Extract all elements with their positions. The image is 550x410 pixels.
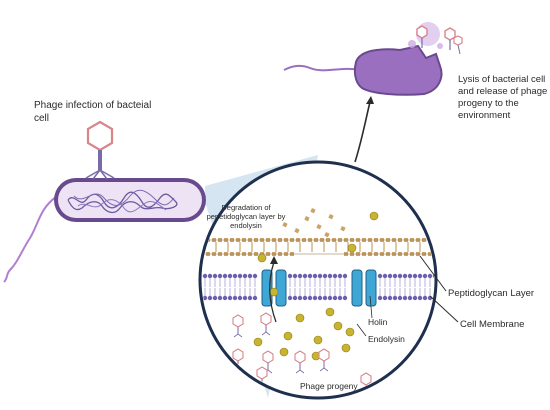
degradation-label: Degradation of pepetidoglycan layer by e… [206,203,286,230]
holin-channel-2 [351,269,377,307]
progeny-phage [206,344,218,368]
progeny-phage [232,314,244,338]
peptidoglycan-layer [202,207,434,256]
infecting-phage [85,120,115,180]
holin-label: Holin [368,317,388,327]
released-phage-1 [416,25,428,48]
phage-infection-label: Phage infection of bacteial cell [34,100,152,124]
progeny-phage [318,348,330,372]
infected-bacterium [3,178,206,283]
released-phage-2 [444,27,456,50]
endolysin-label: Endolysin [368,334,405,344]
progeny-phage [294,350,306,374]
cell-membrane-label: Cell Membrane [460,319,525,330]
phage-progeny-label: Phage progeny [300,381,358,391]
lysis-arrow [354,101,371,163]
peptidoglycan-label: Peptidoglycan Layer [448,288,535,299]
lysis-label: Lysis of bacterial cell and release of p… [458,74,548,121]
progeny-phage [260,312,272,336]
released-phage-3 [453,35,463,55]
lysing-flagellum [283,64,361,72]
endolysin-particles [253,211,379,361]
bacterium-flagellum [3,196,57,283]
zoom-detail [198,160,438,400]
